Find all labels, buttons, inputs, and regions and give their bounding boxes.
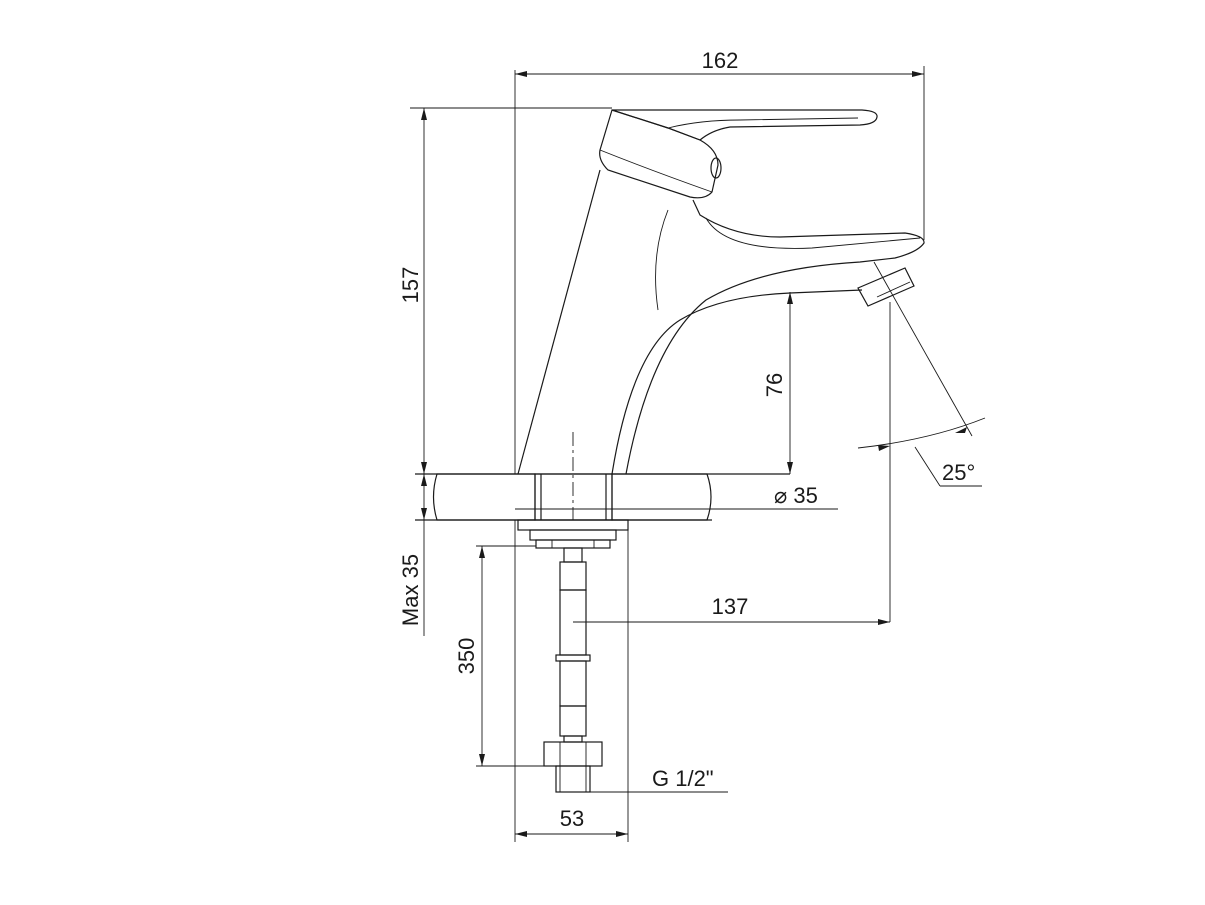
label-spout-height: 76 xyxy=(762,373,787,397)
label-max-deck: Max 35 xyxy=(398,554,423,626)
faucet-body xyxy=(517,109,925,475)
dim-spout-height: 76 xyxy=(762,292,793,474)
label-spout-reach: 137 xyxy=(712,594,749,619)
supply-hose xyxy=(543,547,603,793)
dim-spout-reach: 137 xyxy=(573,594,890,625)
dim-hole-diameter: ⌀ 35 xyxy=(612,483,838,510)
label-hose-length: 350 xyxy=(454,638,479,675)
label-width-top: 162 xyxy=(702,48,739,73)
label-hole-diameter: ⌀ 35 xyxy=(774,483,818,508)
dim-spout-angle: 25° xyxy=(857,261,986,622)
dim-max-deck: Max 35 xyxy=(398,474,427,636)
dim-connection-thread: G 1/2" xyxy=(556,766,728,793)
dim-width-top: 162 xyxy=(514,48,925,474)
dim-height-total: 157 xyxy=(398,107,612,474)
dim-base-width: 53 xyxy=(514,520,629,842)
label-base-width: 53 xyxy=(560,806,584,831)
countertop-section xyxy=(415,473,790,549)
label-connection-thread: G 1/2" xyxy=(652,766,714,791)
label-spout-angle: 25° xyxy=(942,460,975,485)
dim-hose-length: 350 xyxy=(454,545,556,767)
label-height-total: 157 xyxy=(398,267,423,304)
